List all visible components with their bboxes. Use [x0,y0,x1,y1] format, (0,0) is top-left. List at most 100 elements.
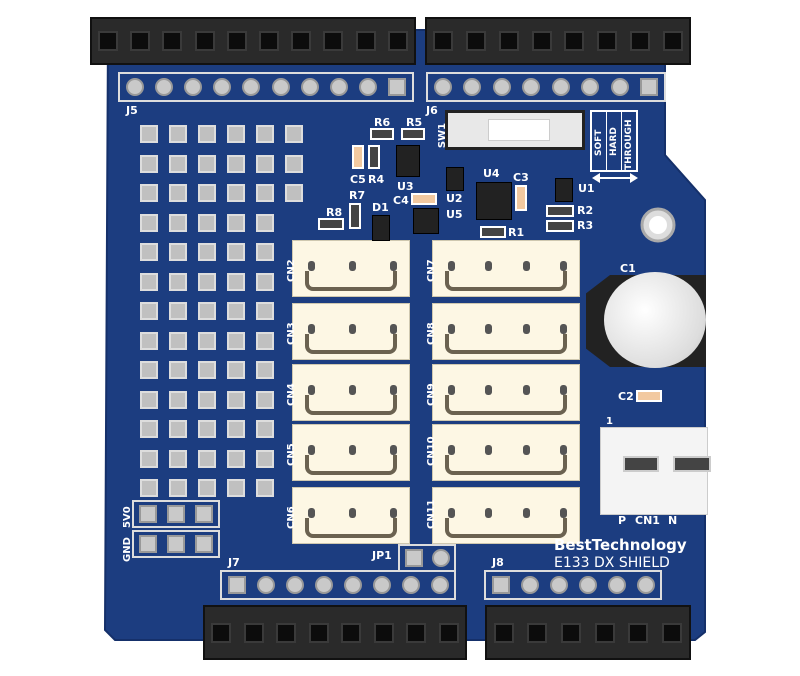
cn1-label: CN1 [635,514,660,527]
header-top-right [425,17,691,65]
proto-pad [198,420,216,438]
proto-pad [227,331,245,350]
proto-pad [169,272,187,291]
proto-pad [169,213,187,232]
proto-pad [227,184,245,202]
r8 [318,218,344,230]
header-bottom-right [485,605,691,660]
c5 [352,145,364,169]
connector-cn8[interactable] [432,303,580,360]
cn1-power-connector[interactable] [600,427,711,515]
jp1-label: JP1 [372,549,392,562]
proto-pad [169,331,187,350]
mode-switch[interactable] [445,110,585,150]
connector-cn3[interactable] [292,303,410,360]
r3-label: R3 [577,219,594,232]
proto-pad [169,125,187,143]
proto-pad [140,361,158,379]
connector-label: CN9 [426,383,437,406]
gnd-pad-row [132,530,220,558]
proto-pad [198,154,216,173]
j7-pins [220,570,456,600]
proto-pad [198,302,216,320]
proto-pad [140,272,158,291]
proto-pad [140,390,158,409]
r6-label: R6 [374,116,391,129]
proto-pad [256,243,274,261]
c2-label: C2 [618,390,634,403]
proto-pad [256,479,274,497]
r6 [370,128,394,140]
mode-through: THROUGH [624,119,634,170]
proto-pad [140,125,158,143]
connector-cn4[interactable] [292,364,410,421]
mode-hard: HARD [609,127,619,156]
c1-label: C1 [620,262,636,275]
r7-label: R7 [349,189,366,202]
c3 [515,185,527,211]
c1-capacitor [604,272,706,368]
brand-name: BestTechnology [554,536,687,554]
connector-label: CN7 [426,259,437,282]
proto-pad [169,154,187,173]
j5-label: J5 [126,104,138,117]
proto-pad [140,243,158,261]
proto-pad [227,420,245,438]
proto-pad [140,420,158,438]
proto-pad [198,125,216,143]
connector-cn2[interactable] [292,240,410,297]
gnd-label: GND [122,537,133,562]
proto-pad [140,302,158,320]
jp1-jumper [398,544,456,572]
proto-pad [169,390,187,409]
u3-label: U3 [397,180,414,193]
proto-pad [256,361,274,379]
connector-cn10[interactable] [432,424,580,481]
u5-label: U5 [446,208,463,221]
header-top-left [90,17,416,65]
proto-pad [169,449,187,468]
proto-pad [169,479,187,497]
5v-label: 5V0 [122,506,133,528]
connector-cn11[interactable] [432,487,580,544]
connector-cn9[interactable] [432,364,580,421]
c3-label: C3 [513,171,529,184]
proto-pad [227,390,245,409]
r1 [480,226,506,238]
proto-pad [285,154,303,173]
cn1-p-label: P [618,514,627,527]
proto-pad [256,420,274,438]
proto-pad [198,390,216,409]
connector-label: CN8 [426,322,437,345]
mode-labels: SOFT HARD THROUGH [590,110,638,172]
r2-label: R2 [577,204,594,217]
connector-cn5[interactable] [292,424,410,481]
proto-pad [256,302,274,320]
proto-pad [198,479,216,497]
u4-label: U4 [483,167,500,180]
proto-pad [227,272,245,291]
r8-label: R8 [326,206,343,219]
proto-pad [198,243,216,261]
r2 [546,205,574,217]
u3-chip [396,145,420,177]
r7 [349,203,361,229]
proto-pad [198,361,216,379]
proto-pad [140,154,158,173]
proto-pad [285,125,303,143]
proto-pad [198,272,216,291]
cn1-pin1-label: 1 [606,416,613,427]
c5-label: C5 [350,173,366,186]
connector-label: CN5 [286,443,297,466]
u2-label: U2 [446,192,463,205]
proto-pad [198,213,216,232]
connector-cn6[interactable] [292,487,410,544]
proto-pad [169,420,187,438]
proto-pad [227,125,245,143]
proto-pad [140,479,158,497]
product-name: E133 DX SHIELD [554,555,670,571]
j6-pins [426,72,666,102]
connector-cn7[interactable] [432,240,580,297]
proto-pad [256,331,274,350]
r1-label: R1 [508,226,525,239]
